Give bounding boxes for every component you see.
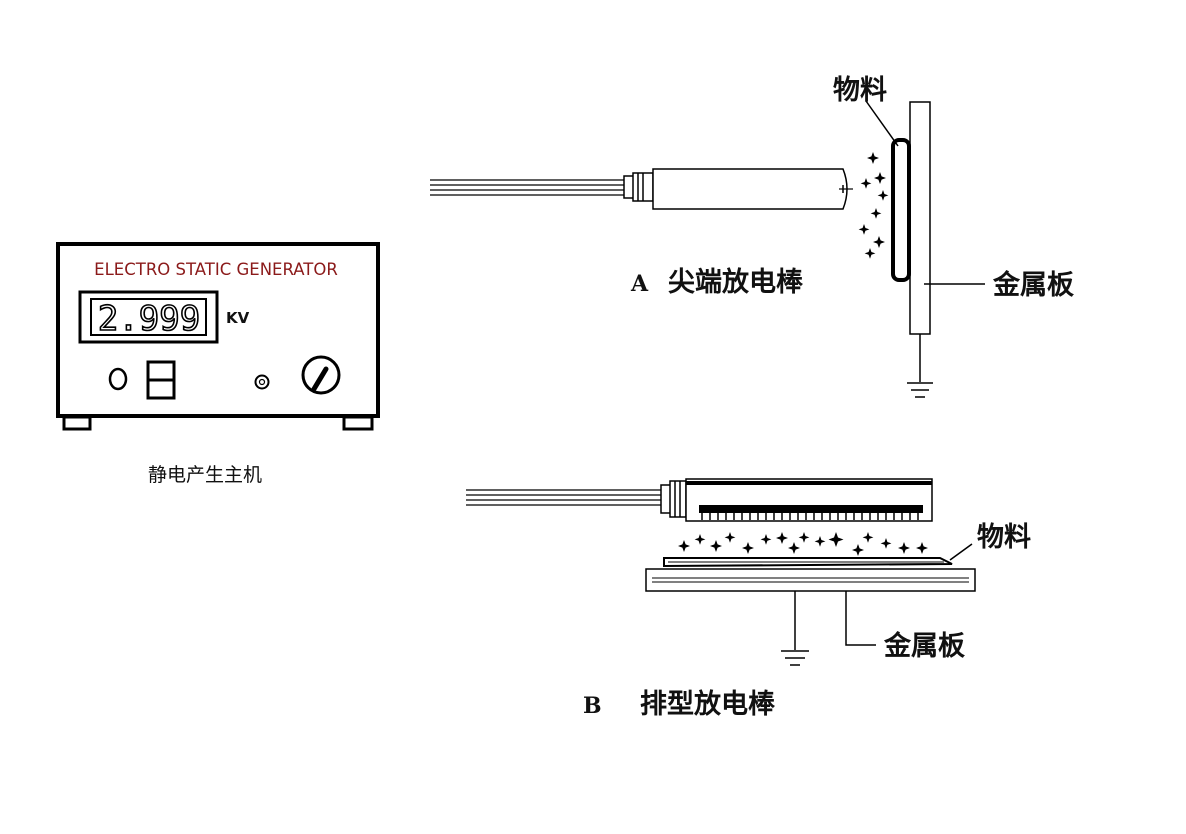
ground-symbol-a bbox=[907, 334, 933, 398]
diagram-b: 物料 金属板 B 排型放电棒 bbox=[466, 478, 1031, 720]
material-a bbox=[891, 138, 911, 282]
segment-indicator bbox=[146, 360, 176, 400]
sparks-a bbox=[858, 152, 889, 259]
ground-symbol-b bbox=[781, 591, 809, 666]
material-leader-b bbox=[949, 543, 973, 561]
diagram-b-letter: B bbox=[583, 693, 602, 719]
generator-foot-left bbox=[62, 415, 92, 431]
voltage-knob[interactable] bbox=[301, 355, 341, 395]
generator-display-value: 2.999 bbox=[98, 299, 200, 339]
diagram-a-title: 尖端放电棒 bbox=[668, 266, 804, 298]
plate-label-a: 金属板 bbox=[992, 269, 1074, 301]
diagram-a-letter: A bbox=[630, 271, 649, 297]
generator-device: ELECTRO STATIC GENERATOR 2.999 KV 静电产生主机 bbox=[56, 242, 380, 486]
plate-label-b: 金属板 bbox=[883, 630, 965, 662]
diagram-b-title: 排型放电棒 bbox=[640, 688, 776, 720]
diagram-a: 物料 金属板 A 尖端放电棒 bbox=[430, 75, 1074, 398]
connector-b bbox=[660, 480, 687, 518]
power-button[interactable] bbox=[108, 367, 128, 391]
connector-a bbox=[623, 172, 654, 202]
generator-display-inner bbox=[90, 298, 207, 336]
discharge-bar-b bbox=[685, 478, 933, 522]
generator-brand-text: ELECTRO STATIC GENERATOR bbox=[94, 260, 338, 279]
generator-unit-label: KV bbox=[226, 309, 250, 327]
discharge-electrodes-b bbox=[699, 505, 923, 513]
sparks-b bbox=[678, 532, 928, 556]
generator-foot-right bbox=[342, 415, 374, 431]
material-label-a: 物料 bbox=[833, 75, 887, 106]
metal-plate-a bbox=[909, 101, 931, 335]
cable-a bbox=[430, 179, 625, 196]
material-label-b: 物料 bbox=[977, 522, 1031, 553]
cable-b bbox=[466, 489, 662, 506]
output-port[interactable] bbox=[254, 374, 270, 390]
electrode-teeth-b bbox=[701, 513, 919, 520]
plate-leader-b bbox=[845, 591, 876, 646]
discharge-rod-a bbox=[652, 168, 848, 210]
metal-plate-b bbox=[645, 568, 976, 592]
generator-caption: 静电产生主机 bbox=[148, 464, 262, 486]
material-leader-a bbox=[865, 100, 899, 147]
